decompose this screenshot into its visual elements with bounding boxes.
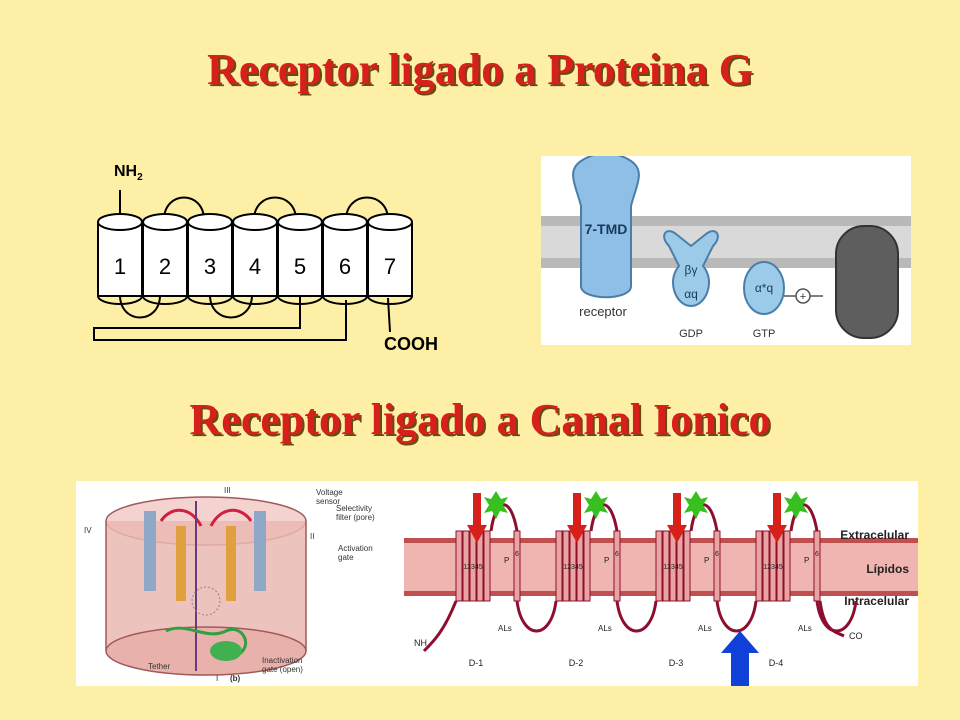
svg-text:αq: αq bbox=[684, 287, 698, 301]
segments-label: 12345 bbox=[663, 564, 683, 571]
title-gpcr: Receptor ligado a Proteina G bbox=[207, 45, 753, 94]
svg-text:βγ: βγ bbox=[685, 263, 698, 277]
helix-5: 5 bbox=[277, 213, 323, 305]
segment6-label: 6 bbox=[515, 551, 519, 558]
receptor-caption: receptor bbox=[579, 304, 627, 319]
p-loop-label: P bbox=[804, 556, 809, 565]
helix-label: 4 bbox=[249, 254, 261, 279]
segments-label: 12345 bbox=[463, 564, 483, 571]
p-loop-label: P bbox=[704, 556, 709, 565]
na-c-terminus: CO bbox=[849, 631, 863, 641]
helix-3: 3 bbox=[187, 213, 233, 305]
helix-label: 7 bbox=[384, 254, 396, 279]
svg-text:II: II bbox=[310, 532, 314, 541]
svg-text:α*q: α*q bbox=[755, 281, 773, 295]
als-label: ALs bbox=[798, 624, 812, 633]
domain-label: D-3 bbox=[669, 658, 684, 668]
als-label: ALs bbox=[498, 624, 512, 633]
svg-text:(b): (b) bbox=[230, 674, 241, 683]
segments-label: 12345 bbox=[563, 564, 583, 571]
plus-sign: + bbox=[800, 291, 806, 303]
tether-label: Tether bbox=[148, 662, 171, 671]
blue-arrow bbox=[721, 631, 759, 686]
helix-7: 7 bbox=[367, 213, 413, 305]
domain-label: D-1 bbox=[469, 658, 484, 668]
segment6-label: 6 bbox=[715, 551, 719, 558]
helix-label: 1 bbox=[114, 254, 126, 279]
gpcr-topology-diagram: NH2 COOH 1 2 3 4 5 6 7 bbox=[84, 150, 474, 365]
helix-label: 5 bbox=[294, 254, 306, 279]
title-ion-channel: Receptor ligado a Canal Ionico bbox=[189, 395, 771, 444]
helix-2: 2 bbox=[142, 213, 188, 305]
svg-text:I: I bbox=[216, 674, 218, 683]
active-alpha-subunit: α*q bbox=[743, 261, 785, 315]
segment6-label: 6 bbox=[815, 551, 819, 558]
gtp-label: GTP bbox=[753, 328, 776, 340]
na-n-terminus: NH bbox=[414, 638, 427, 648]
intracellular-label: Intracelular bbox=[844, 594, 909, 608]
svg-text:III: III bbox=[224, 486, 231, 495]
als-label: ALs bbox=[698, 624, 712, 633]
extracellular-label: Extracelular bbox=[840, 528, 909, 542]
helix-4: 4 bbox=[232, 213, 278, 305]
helix-6: 6 bbox=[322, 213, 368, 305]
c-terminus-label: COOH bbox=[384, 334, 438, 354]
n-terminus-label: NH2 bbox=[114, 163, 143, 183]
segments-label: 12345 bbox=[763, 564, 783, 571]
gdp-label: GDP bbox=[679, 328, 703, 340]
lipids-label: Lípidos bbox=[866, 562, 909, 576]
domain-label: D-2 bbox=[569, 658, 584, 668]
gprotein-diagram: 7-TMD receptor βγ αq GDP α*q GTP + bbox=[541, 156, 911, 345]
sodium-channel-topology-diagram: Extracelular Lípidos Intracelular 12345 6… bbox=[404, 481, 918, 686]
segment6-label: 6 bbox=[615, 551, 619, 558]
receptor-7tmd-shape: 7-TMD bbox=[572, 156, 640, 299]
domain-label: D-4 bbox=[769, 658, 784, 668]
effector-protein bbox=[835, 225, 899, 339]
p-loop-label: P bbox=[604, 556, 609, 565]
gprotein-heterotrimer: βγ αq bbox=[663, 230, 719, 308]
helix-label: 3 bbox=[204, 254, 216, 279]
svg-text:IV: IV bbox=[84, 526, 92, 535]
svg-text:7-TMD: 7-TMD bbox=[585, 221, 628, 237]
helix-1: 1 bbox=[97, 213, 143, 305]
helix-label: 2 bbox=[159, 254, 171, 279]
als-label: ALs bbox=[598, 624, 612, 633]
helix-label: 6 bbox=[339, 254, 351, 279]
p-loop-label: P bbox=[504, 556, 509, 565]
